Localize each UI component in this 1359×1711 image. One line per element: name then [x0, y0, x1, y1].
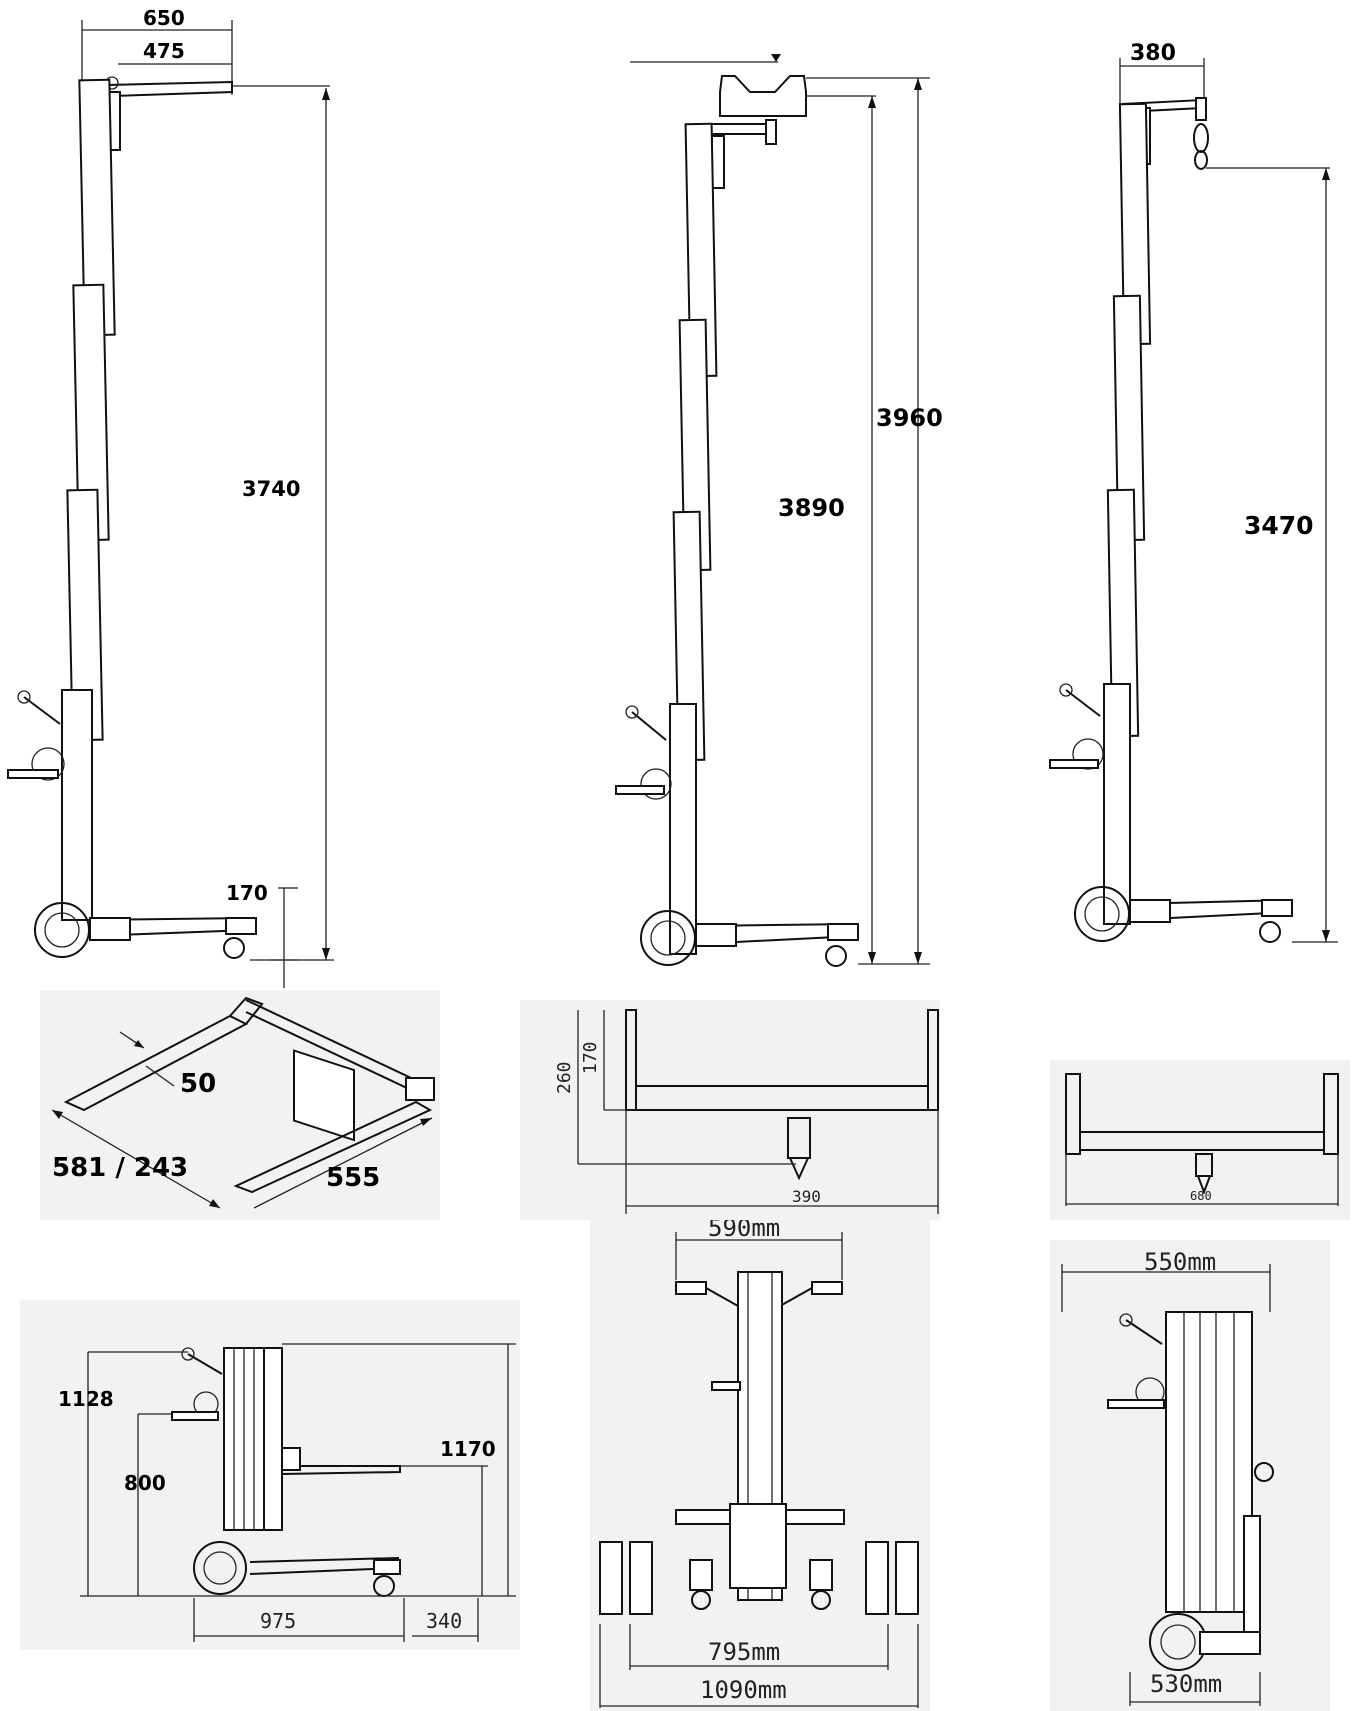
hook-detail: 680 — [1050, 1060, 1350, 1220]
dim-260: 260 — [554, 1061, 575, 1094]
dim-581-243: 581 / 243 — [52, 1153, 188, 1183]
platform-detail: 260 170 390 — [520, 1000, 940, 1220]
dim-590mm: 590mm — [708, 1220, 780, 1242]
dim-50: 50 — [180, 1069, 216, 1099]
dim-3960: 3960 — [876, 404, 943, 432]
dim-1128: 1128 — [58, 1387, 114, 1411]
dim-380: 380 — [1130, 41, 1176, 66]
dim-650: 650 — [143, 6, 185, 30]
dim-800: 800 — [124, 1471, 166, 1495]
forks-isometric: 50 581 / 243 555 — [40, 990, 440, 1220]
dim-3890: 3890 — [778, 494, 845, 522]
dim-975: 975 — [260, 1609, 296, 1633]
dimension-475: 475 — [118, 39, 232, 65]
dim-550mm: 550mm — [1144, 1248, 1216, 1276]
folded-side-view: 1128 800 1170 975 340 — [20, 1300, 520, 1650]
hook-lift-elevation: 380 3470 — [1049, 41, 1338, 943]
fork-lift-elevation: 650 475 3740 — [7, 6, 334, 988]
dim-170-detail: 170 — [580, 1041, 601, 1074]
dim-795mm: 795mm — [708, 1638, 780, 1666]
platform-lift-elevation: 3890 3960 — [615, 54, 943, 967]
dim-530mm: 530mm — [1150, 1670, 1222, 1698]
dimension-650: 650 — [81, 6, 233, 95]
dim-555: 555 — [326, 1163, 380, 1193]
compact-side-view: 550mm 530mm — [1050, 1240, 1330, 1711]
dim-1090mm: 1090mm — [700, 1676, 787, 1704]
front-view: 590mm 795mm 1090mm — [590, 1220, 930, 1711]
dim-3740: 3740 — [242, 477, 300, 501]
dim-170: 170 — [226, 881, 268, 905]
dim-340: 340 — [426, 1609, 462, 1633]
dim-390: 390 — [792, 1187, 821, 1206]
dim-1170: 1170 — [440, 1437, 496, 1461]
dim-680: 680 — [1190, 1189, 1212, 1203]
dim-475: 475 — [143, 39, 185, 63]
dim-3470: 3470 — [1244, 511, 1314, 540]
